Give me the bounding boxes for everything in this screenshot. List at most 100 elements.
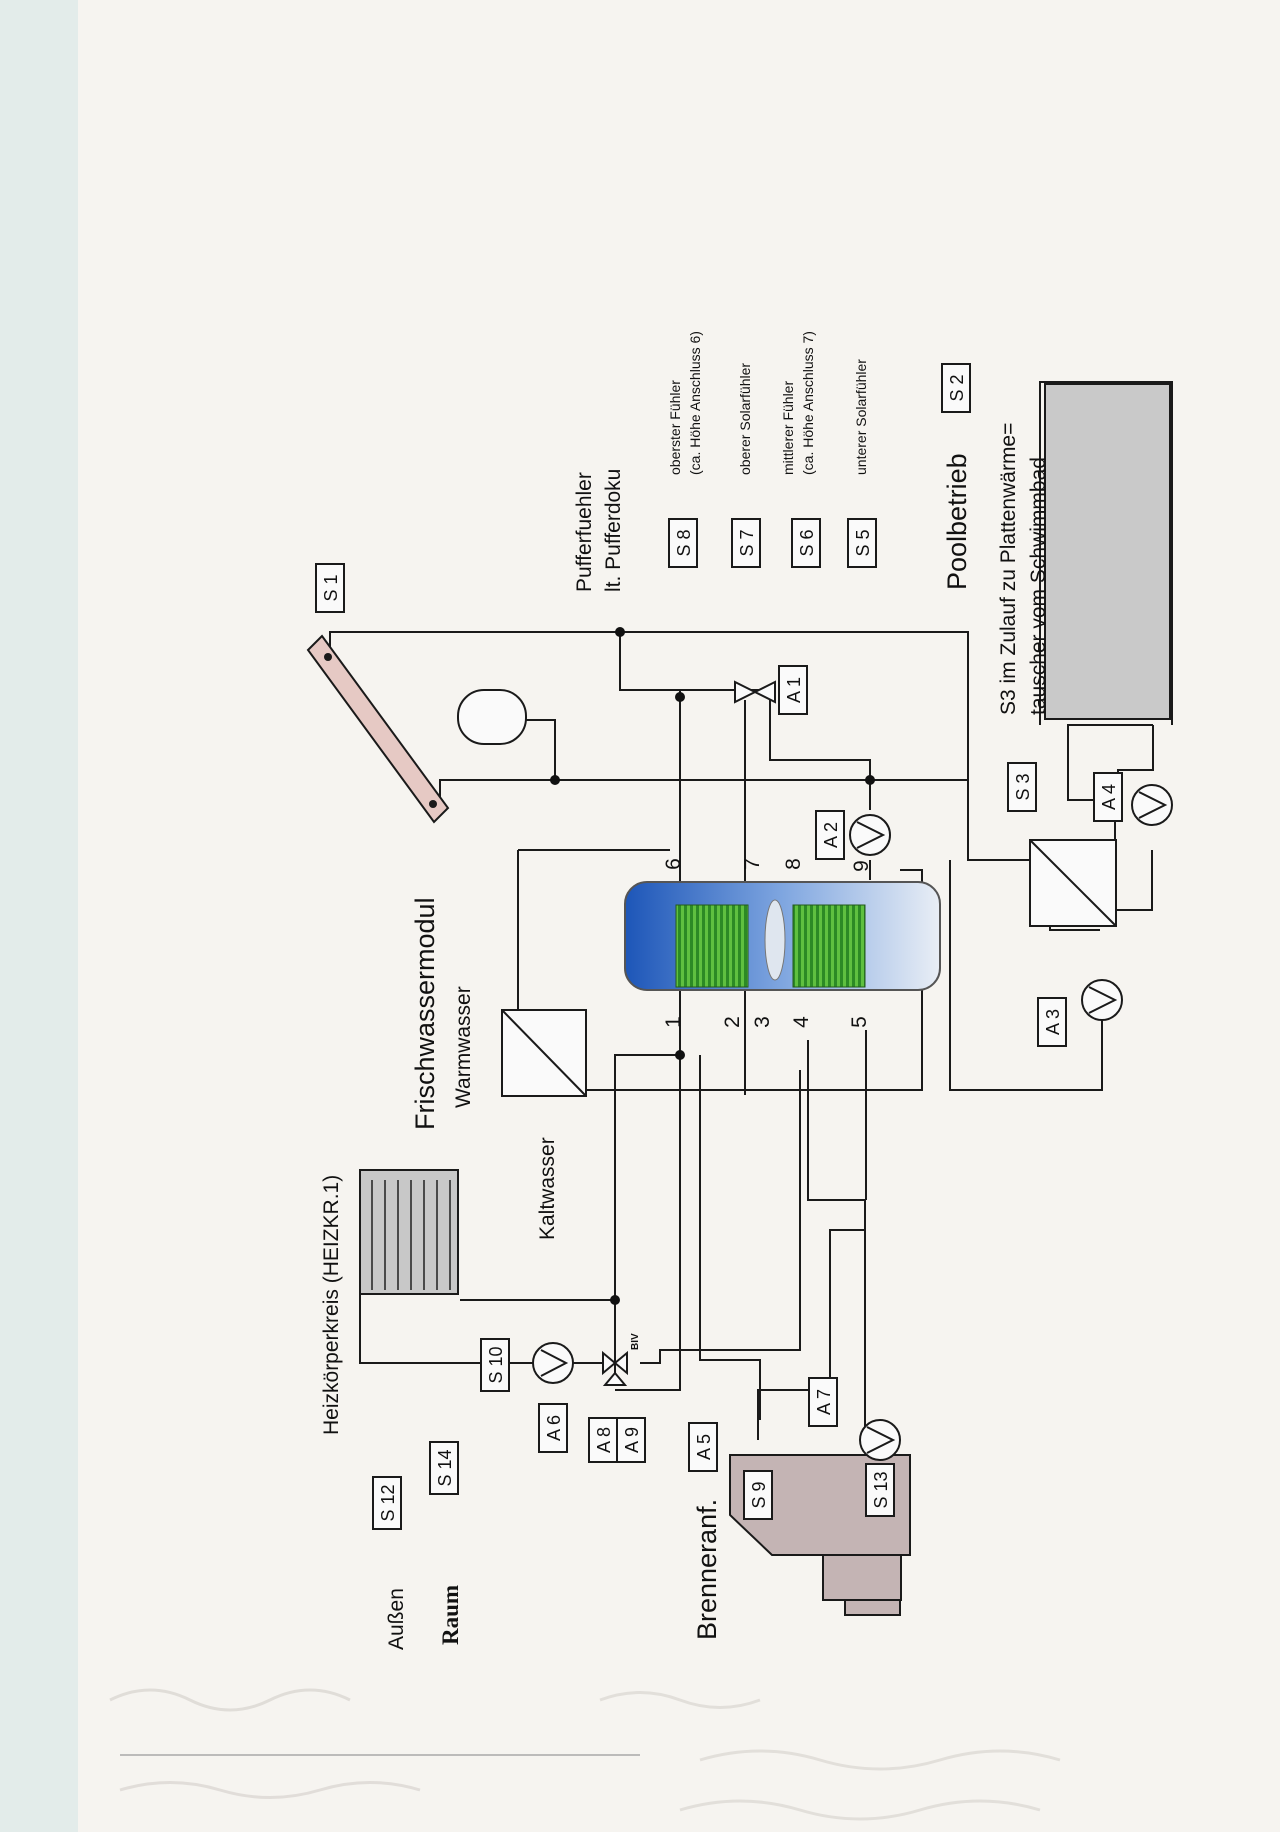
heizkoerperkreis-label: Heizkörperkreis (HEIZKR.1): [320, 1175, 343, 1435]
solar-collector: [306, 634, 450, 824]
pump-a7: [859, 1419, 901, 1461]
label-boxes: S 1 S 2 S 3 S 8 S 7: [315, 363, 1123, 1530]
svg-text:S 8: S 8: [674, 529, 694, 556]
s9-box: S 9: [743, 1470, 773, 1520]
pufferfuehler-label: Pufferfuehler: [573, 472, 596, 592]
svg-text:S 14: S 14: [435, 1449, 455, 1486]
a3-box: A 3: [1037, 997, 1067, 1047]
pool-heat-exchanger: [1029, 839, 1117, 927]
pipe-network: [329, 631, 1154, 1460]
boiler-supply-pipe: [699, 1055, 761, 1420]
a6-box: A 6: [538, 1403, 568, 1453]
s3-note-line-1: S3 im Zulauf zu Plattenwärme=: [997, 423, 1020, 715]
s8-description-2: (ca. Höhe Anschluss 6): [687, 331, 703, 475]
svg-text:S 7: S 7: [737, 529, 757, 556]
a2-box: A 2: [815, 810, 845, 860]
three-way-valve-a1: [734, 680, 776, 704]
solar-valve-pipe: [619, 632, 745, 691]
svg-text:A 7: A 7: [814, 1389, 834, 1415]
pump-a2: [849, 814, 891, 856]
s3-note-line-2: tauscher vom Schwimmbad: [1027, 457, 1050, 715]
radiator: [359, 1169, 459, 1295]
s14-box: S 14: [429, 1441, 459, 1495]
pool-primary-pipe: [949, 860, 1103, 1091]
faint-handwriting: [109, 1688, 1061, 1821]
s8-description-1: oberster Fühler: [667, 380, 683, 475]
s5-description: unterer Solarfühler: [853, 359, 869, 475]
svg-text:S 3: S 3: [1013, 773, 1033, 800]
raum-label: Raum: [438, 1585, 463, 1645]
buffer-tank: [624, 881, 941, 991]
svg-text:A 9: A 9: [622, 1427, 642, 1453]
conn-9-label: 9: [850, 860, 873, 872]
s12-box: S 12: [372, 1476, 402, 1530]
pump-a4: [1131, 784, 1173, 826]
biv-label: BIV: [630, 1333, 641, 1350]
aussen-label: Außen: [385, 1588, 408, 1650]
svg-text:S 2: S 2: [947, 374, 967, 401]
s13-box: S 13: [865, 1463, 895, 1517]
svg-text:A 8: A 8: [594, 1427, 614, 1453]
conn-6-label: 6: [662, 858, 685, 870]
expansion-vessel: [457, 689, 527, 745]
s10-box: S 10: [480, 1338, 510, 1392]
svg-text:S 13: S 13: [871, 1471, 891, 1508]
svg-text:A 2: A 2: [821, 822, 841, 848]
svg-text:A 3: A 3: [1043, 1009, 1063, 1035]
svg-text:S 5: S 5: [853, 529, 873, 556]
conn-7-label: 7: [741, 858, 764, 870]
mixer-bypass: [615, 1055, 681, 1391]
conn-1-label: 1: [662, 1016, 685, 1028]
s2-box: S 2: [941, 363, 971, 413]
svg-text:S 6: S 6: [797, 529, 817, 556]
s6-description-1: mittlerer Fühler: [780, 381, 796, 475]
solar-return-pipe: [329, 631, 1050, 861]
a1-box: A 1: [778, 665, 808, 715]
a8-box: A 8: [588, 1417, 618, 1463]
svg-text:S 12: S 12: [378, 1484, 398, 1521]
conn-8-label: 8: [782, 858, 805, 870]
s1-box: S 1: [315, 563, 345, 613]
pump-a6: [532, 1342, 574, 1384]
s6-box: S 6: [791, 518, 821, 568]
svg-text:S 10: S 10: [486, 1346, 506, 1383]
text-labels: Heizkörperkreis (HEIZKR.1) Frischwasserm…: [320, 331, 1050, 1650]
svg-text:A 5: A 5: [694, 1434, 714, 1460]
scan-edge-strip: [0, 0, 78, 1832]
svg-text:A 4: A 4: [1099, 784, 1119, 810]
warmwasser-label: Warmwasser: [452, 986, 475, 1108]
mixing-valve-biv: BIV: [602, 1333, 641, 1386]
poolbetrieb-label: Poolbetrieb: [942, 453, 972, 590]
s7-description: oberer Solarfühler: [737, 363, 753, 475]
kaltwasser-label: Kaltwasser: [536, 1137, 559, 1240]
a7-box: A 7: [808, 1377, 838, 1427]
conn-3-label: 3: [751, 1016, 774, 1028]
mixer-return-pipe: [640, 1070, 801, 1364]
pool-a4-return: [1114, 850, 1153, 925]
conn-4-label: 4: [790, 1016, 813, 1028]
mixer-to-tank-1: [614, 1054, 680, 1300]
svg-text:A 1: A 1: [784, 677, 804, 703]
junction-dots: [550, 627, 875, 1305]
a5-box: A 5: [688, 1422, 718, 1472]
a9-box: A 9: [616, 1417, 646, 1463]
s8-box: S 8: [668, 518, 698, 568]
svg-text:S 1: S 1: [321, 574, 341, 601]
s6-description-2: (ca. Höhe Anschluss 7): [800, 331, 816, 475]
swimming-pool: [1039, 381, 1173, 725]
conn-5-label: 5: [848, 1016, 871, 1028]
conn-2-label: 2: [721, 1016, 744, 1028]
s3-box: S 3: [1007, 762, 1037, 812]
svg-text:A 6: A 6: [544, 1415, 564, 1441]
s5-box: S 5: [847, 518, 877, 568]
a4-box: A 4: [1093, 772, 1123, 822]
frischwassermodul-label: Frischwassermodul: [410, 897, 440, 1130]
fresh-water-heat-exchanger: [501, 1009, 587, 1097]
pufferdoku-label: lt. Pufferdoku: [602, 469, 625, 592]
tank-connection-numbers: 6 7 8 9 1 2 3 4 5: [662, 858, 873, 1028]
s7-box: S 7: [731, 518, 761, 568]
svg-text:S 9: S 9: [749, 1481, 769, 1508]
brenneranf-label: Brenneranf.: [692, 1499, 722, 1640]
